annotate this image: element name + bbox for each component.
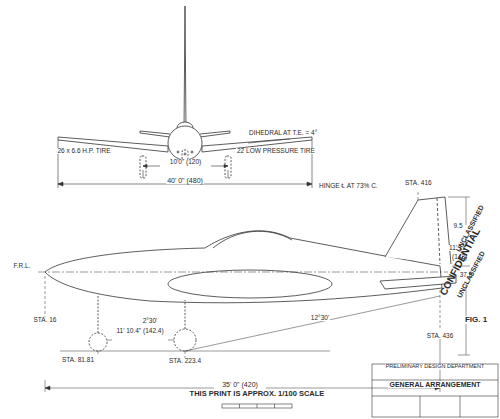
title-block (372, 380, 498, 417)
dimension-label: 9.5 (452, 223, 463, 230)
dimension-label: F.R.L. (13, 263, 32, 270)
dimension-label: HINGE ℄ AT 73% C. (318, 183, 379, 190)
side-dimensions (45, 190, 470, 392)
dimension-label: THIS PRINT IS APPROX. 1/100 SCALE (189, 390, 326, 398)
side-view (45, 231, 442, 303)
dimension-label: 11' 10.4" (142.4) (115, 328, 164, 335)
front-view (168, 126, 202, 160)
side-view (213, 231, 292, 248)
title-block (372, 364, 498, 417)
side-view (38, 197, 456, 303)
dimension-label: 10'0" (120) (169, 159, 202, 166)
front-dimensions (58, 139, 312, 188)
dimension-label: STA. 436 (426, 333, 455, 340)
side-dimensions (45, 334, 440, 392)
side-view (38, 272, 448, 273)
title-block-text: PRELIMINARY DESIGN DEPARTMENT (385, 364, 486, 370)
dimension-label: DIHEDRAL AT T.E. = 4° (248, 130, 318, 137)
front-view (184, 153, 186, 155)
dimension-label: STA. 223.4 (168, 358, 202, 365)
scale-bar (222, 404, 292, 408)
side-dimensions (60, 296, 440, 351)
dimension-label: STA. 416 (404, 180, 433, 187)
dimension-label: 40' 0" (480) (166, 177, 204, 184)
front-landing-gear (140, 150, 231, 178)
side-view (385, 197, 451, 264)
dimension-label: 12°30' (310, 315, 330, 322)
side-landing-gear (174, 329, 196, 351)
dimension-label: STA. 16 (32, 317, 57, 324)
dimension-label: STA. 81.81 (61, 357, 95, 364)
side-dimensions (185, 351, 330, 352)
title-block-text: GENERAL ARRANGEMENT (388, 381, 481, 388)
scale-bar (240, 404, 275, 408)
front-view (58, 6, 312, 160)
side-landing-gear (89, 295, 196, 351)
dimension-label: 2°30' (142, 318, 159, 325)
front-view (191, 151, 193, 153)
side-dimensions (107, 340, 174, 341)
scale-bar (222, 404, 292, 408)
title-block (372, 364, 498, 417)
dimension-label: 35' 0" (420) (221, 381, 259, 388)
dimension-label: FIG. 1 (464, 316, 488, 324)
side-view (168, 270, 332, 298)
side-dimensions (45, 190, 440, 358)
side-landing-gear (89, 333, 107, 351)
dimension-label: 26 x 6.6 H.P. TIRE (56, 148, 111, 155)
front-dimensions (248, 139, 290, 143)
dimension-label: 22 LOW PRESSURE TIRE (236, 148, 316, 155)
front-view (184, 6, 186, 131)
front-view (177, 151, 179, 153)
side-view (437, 198, 440, 264)
